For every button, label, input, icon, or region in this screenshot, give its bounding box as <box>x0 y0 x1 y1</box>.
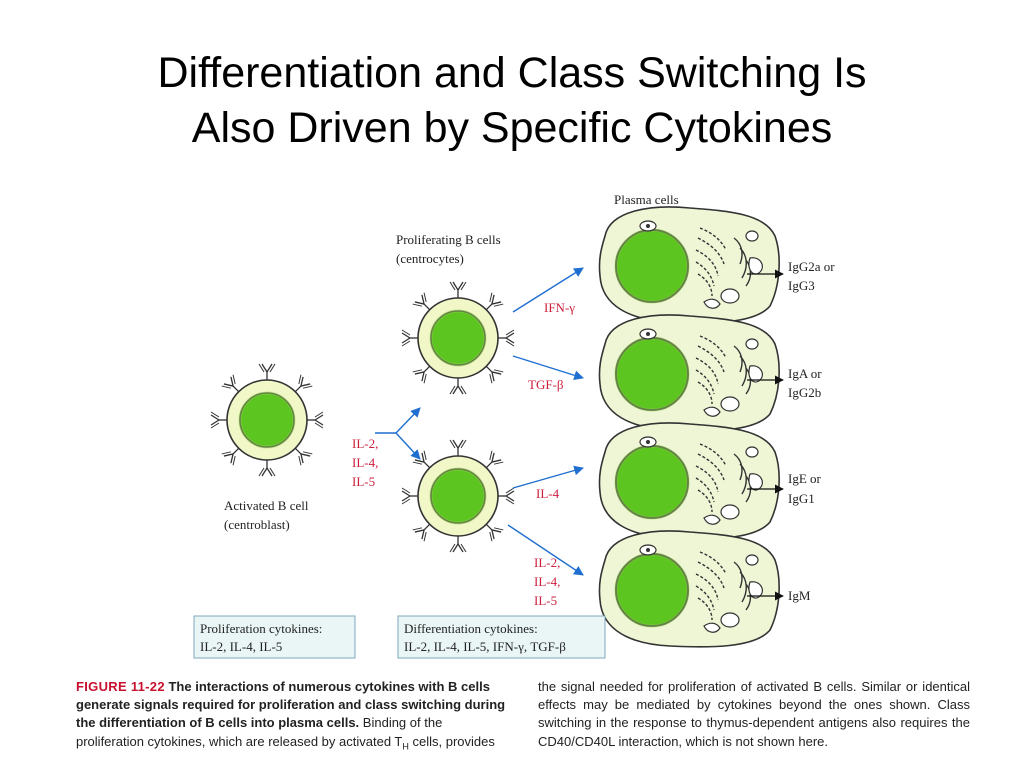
lower-cytokine-label-2: IL-4, <box>534 574 560 589</box>
output-arrows <box>747 269 784 601</box>
plasma-cell-2 <box>597 313 781 433</box>
lower-cytokine-label-3: IL-5 <box>534 593 557 608</box>
legend-differentiation-items: IL-2, IL-4, IL-5, IFN-γ, TGF-β <box>404 639 566 654</box>
legend-proliferation-heading: Proliferation cytokines: <box>200 621 322 636</box>
plasma-cell-4 <box>597 529 781 649</box>
figure-caption-text-2: cells, provides <box>408 733 495 749</box>
figure-number: FIGURE 11-22 <box>76 679 165 694</box>
proliferation-branch-arrows <box>375 407 421 460</box>
figure-caption-text: Binding of the proliferation cytokines, … <box>76 715 443 749</box>
il4-label: IL-4 <box>536 486 560 501</box>
slide-title-line-1: Differentiation and Class Switching Is <box>157 49 867 97</box>
output-2-line-2: IgG2b <box>788 385 821 400</box>
output-1-line-2: IgG3 <box>788 278 815 293</box>
activated-b-cell-label-line-2: (centroblast) <box>224 517 290 532</box>
activated-b-cell <box>211 364 323 476</box>
figure-caption-subscript: H <box>402 741 409 752</box>
proliferation-cytokine-label-3: IL-5 <box>352 474 375 489</box>
ifn-gamma-label: IFN-γ <box>544 300 575 315</box>
legend-differentiation-cytokines: Differentiation cytokines: IL-2, IL-4, I… <box>397 615 606 659</box>
proliferating-b-cells-label-line-1: Proliferating B cells <box>396 232 501 247</box>
output-3-line-2: IgG1 <box>788 491 815 506</box>
activated-b-cell-label-line-1: Activated B cell <box>224 498 309 513</box>
legend-differentiation-heading: Differentiation cytokines: <box>404 621 538 636</box>
slide-title: Differentiation and Class Switching Is A… <box>0 46 1024 156</box>
figure-caption-right: the signal needed for proliferation of a… <box>538 679 970 749</box>
lower-cytokine-label-1: IL-2, <box>534 555 560 570</box>
proliferating-b-cells-label-line-2: (centrocytes) <box>396 251 464 266</box>
output-2-line-1: IgA or <box>788 366 822 381</box>
plasma-cell-1 <box>597 205 781 325</box>
proliferating-b-cell-upper <box>402 282 514 394</box>
figure-caption-left: FIGURE 11-22 The interactions of numerou… <box>76 678 508 755</box>
legend-proliferation-items: IL-2, IL-4, IL-5 <box>200 639 282 654</box>
differentiation-arrows <box>507 267 584 576</box>
proliferation-cytokine-label-1: IL-2, <box>352 436 378 451</box>
plasma-cell-3 <box>597 421 781 541</box>
figure-caption-bold: The interactions of numerous cytokines w… <box>76 679 506 731</box>
output-3-line-1: IgE or <box>788 471 822 486</box>
output-1-line-1: IgG2a or <box>788 259 835 274</box>
proliferation-cytokine-label-2: IL-4, <box>352 455 378 470</box>
plasma-cells-label: Plasma cells <box>614 192 679 207</box>
tgf-beta-label: TGF-β <box>528 377 564 392</box>
legend-proliferation-cytokines: Proliferation cytokines: IL-2, IL-4, IL-… <box>193 615 356 659</box>
slide-title-line-2: Also Driven by Specific Cytokines <box>191 104 833 152</box>
output-4-line-1: IgM <box>788 588 811 603</box>
cytokine-diagram: Activated B cell (centroblast) IL-2, IL-… <box>193 192 835 659</box>
